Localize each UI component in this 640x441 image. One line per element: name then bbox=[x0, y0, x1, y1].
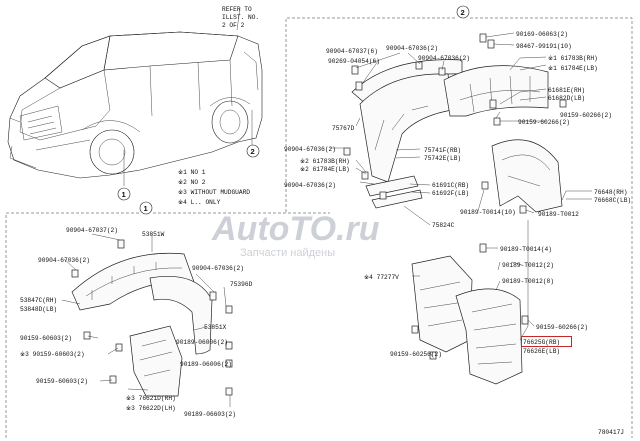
svg-text:90189-06006(2): 90189-06006(2) bbox=[180, 361, 232, 368]
svg-text:90904-67037(6): 90904-67037(6) bbox=[326, 48, 378, 55]
svg-text:76668C(LB): 76668C(LB) bbox=[594, 197, 631, 204]
leader-lines-lower-right bbox=[412, 220, 535, 357]
svg-text:53847C(RH): 53847C(RH) bbox=[20, 297, 57, 304]
footnotes: ※1 NO 1 ※2 NO 2 ※3 WITHOUT MUDGUARD ※4 L… bbox=[178, 169, 250, 206]
svg-text:90189-T0012(2): 90189-T0012(2) bbox=[502, 262, 554, 269]
svg-text:90159-60603(2): 90159-60603(2) bbox=[36, 378, 88, 385]
fender-liner-upper bbox=[443, 65, 549, 117]
svg-text:98467-99191(10): 98467-99191(10) bbox=[516, 43, 572, 50]
svg-text:90189-T0014(10): 90189-T0014(10) bbox=[460, 209, 516, 216]
group-2-boundary bbox=[285, 17, 633, 438]
svg-text:90904-67036(2): 90904-67036(2) bbox=[386, 45, 438, 52]
wheel-opening-molding-upper bbox=[351, 59, 463, 183]
svg-text:90189-T0012: 90189-T0012 bbox=[538, 211, 579, 218]
svg-text:2: 2 bbox=[461, 8, 465, 17]
mud-flap-left bbox=[129, 325, 183, 397]
refer-note: REFER TO ILLST. NO. 2 OF 2 bbox=[222, 6, 259, 29]
svg-text:61691C(RB): 61691C(RB) bbox=[432, 182, 469, 189]
svg-text:53851W: 53851W bbox=[142, 231, 165, 238]
svg-text:75396D: 75396D bbox=[230, 281, 253, 288]
leader-lines-group-2 bbox=[330, 32, 592, 226]
mud-guard-right bbox=[491, 139, 563, 213]
highlight-box bbox=[521, 336, 572, 347]
svg-text:※1 61783B(RH): ※1 61783B(RH) bbox=[548, 55, 598, 62]
svg-text:REFER TO: REFER TO bbox=[222, 6, 252, 13]
group-marker-1-box: 1 bbox=[139, 201, 153, 215]
svg-text:※4 77277V: ※4 77277V bbox=[364, 274, 399, 281]
svg-text:90904-67036(2): 90904-67036(2) bbox=[284, 146, 336, 153]
svg-text:90169-06063(2): 90169-06063(2) bbox=[516, 31, 568, 38]
svg-text:90904-67036(2): 90904-67036(2) bbox=[38, 257, 90, 264]
fender-liner-lower bbox=[149, 275, 213, 355]
svg-text:76626E(LB): 76626E(LB) bbox=[523, 348, 560, 355]
svg-text:90159-60266(2): 90159-60266(2) bbox=[536, 324, 588, 331]
svg-text:53848D(LB): 53848D(LB) bbox=[20, 306, 57, 313]
note-1: ※1 NO 1 bbox=[178, 169, 206, 176]
group-marker-1-car: 1 bbox=[117, 187, 131, 201]
svg-text:90159-60266(2): 90159-60266(2) bbox=[518, 119, 570, 126]
note-4: ※4 L.. ONLY bbox=[178, 199, 221, 206]
part-labels: 90169-06063(2) 98467-99191(10) 90904-670… bbox=[20, 31, 631, 436]
svg-text:2: 2 bbox=[251, 147, 255, 156]
svg-text:61682D(LB): 61682D(LB) bbox=[548, 95, 585, 102]
svg-text:※3 76621D(RH): ※3 76621D(RH) bbox=[126, 395, 176, 402]
group-marker-2-car: 2 bbox=[246, 144, 260, 158]
svg-text:61681E(RH): 61681E(RH) bbox=[548, 87, 585, 94]
watermark: AutoTO.ru Запчасти найдены bbox=[211, 210, 380, 259]
svg-text:※1 61784E(LB): ※1 61784E(LB) bbox=[548, 65, 598, 72]
svg-text:90904-67036(2): 90904-67036(2) bbox=[192, 265, 244, 272]
illustration-ref: 780417J bbox=[598, 429, 624, 436]
svg-text:90904-67036(2): 90904-67036(2) bbox=[284, 182, 336, 189]
group-marker-2-box: 2 bbox=[456, 5, 470, 19]
fasteners-group-1 bbox=[71, 239, 233, 396]
svg-text:ILLST. NO.: ILLST. NO. bbox=[222, 14, 259, 21]
svg-text:※3 76622D(LH): ※3 76622D(LH) bbox=[126, 405, 176, 412]
watermark-tagline: Запчасти найдены bbox=[240, 247, 335, 259]
svg-text:90189-06603(2): 90189-06603(2) bbox=[184, 411, 236, 418]
svg-text:90159-60266(2): 90159-60266(2) bbox=[560, 112, 612, 119]
vehicle-illustration bbox=[7, 7, 263, 186]
svg-text:90189-T0014(4): 90189-T0014(4) bbox=[500, 246, 552, 253]
svg-text:90269-04054(6): 90269-04054(6) bbox=[328, 58, 380, 65]
fasteners-group-2 bbox=[343, 33, 567, 214]
svg-text:75824C: 75824C bbox=[432, 222, 455, 229]
highlighted-part-label: 76625G(RB) bbox=[523, 339, 560, 346]
group-1-boundary bbox=[5, 212, 330, 438]
note-2: ※2 NO 2 bbox=[178, 179, 206, 186]
svg-text:2 OF 2: 2 OF 2 bbox=[222, 22, 245, 29]
svg-text:61692F(LB): 61692F(LB) bbox=[432, 190, 469, 197]
svg-text:90904-67037(2): 90904-67037(2) bbox=[66, 227, 118, 234]
svg-text:1: 1 bbox=[144, 204, 149, 213]
mud-flap-assembly-right bbox=[411, 255, 523, 385]
svg-text:53851X: 53851X bbox=[204, 324, 227, 331]
svg-text:90189-T0012(8): 90189-T0012(8) bbox=[502, 278, 554, 285]
svg-text:90904-67036(2): 90904-67036(2) bbox=[418, 55, 470, 62]
garnish-strip bbox=[365, 175, 423, 209]
wheel-opening-molding-lower bbox=[71, 252, 195, 311]
svg-text:75767D: 75767D bbox=[332, 125, 355, 132]
svg-text:90159-60256(2): 90159-60256(2) bbox=[390, 351, 442, 358]
svg-text:75742E(LB): 75742E(LB) bbox=[424, 155, 461, 162]
svg-text:90189-06006(2): 90189-06006(2) bbox=[176, 339, 228, 346]
svg-text:90159-60603(2): 90159-60603(2) bbox=[20, 335, 72, 342]
svg-text:※2 61784E(LB): ※2 61784E(LB) bbox=[300, 166, 350, 173]
svg-text:※2 61783B(RH): ※2 61783B(RH) bbox=[300, 158, 350, 165]
svg-text:76648(RH): 76648(RH) bbox=[594, 189, 627, 196]
group-marker-1: 1 bbox=[122, 190, 127, 199]
note-3: ※3 WITHOUT MUDGUARD bbox=[178, 189, 250, 196]
watermark-brand: AutoTO.ru bbox=[211, 210, 380, 248]
leader-lines-group-1 bbox=[61, 233, 231, 407]
svg-text:75741F(RB): 75741F(RB) bbox=[424, 147, 461, 154]
svg-text:※3 90159-60603(2): ※3 90159-60603(2) bbox=[20, 351, 85, 358]
